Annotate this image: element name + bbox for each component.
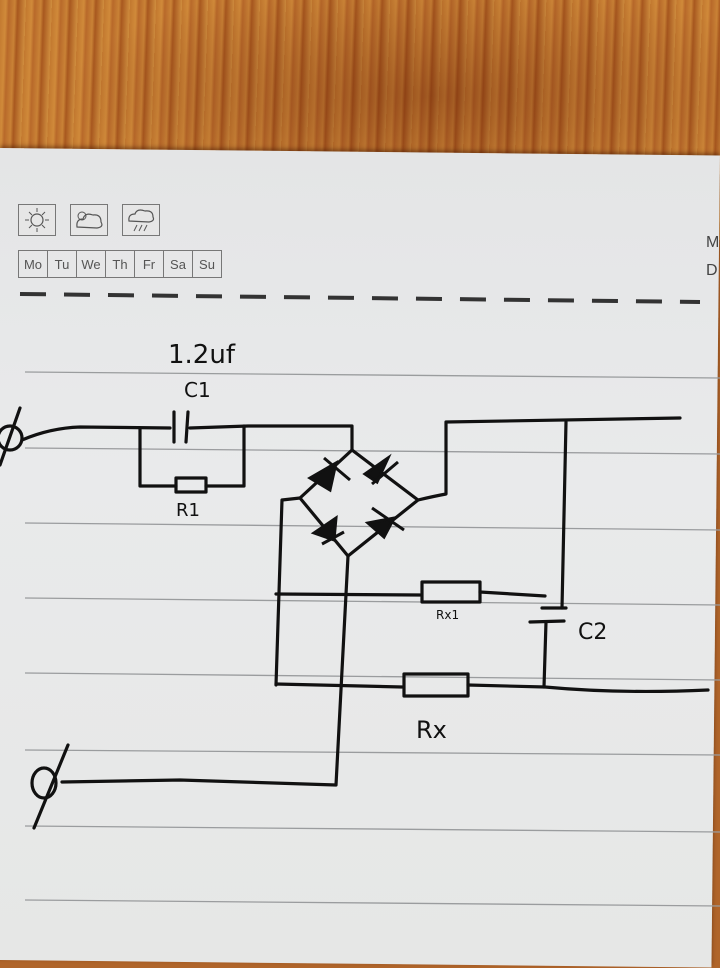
day-we: We [77,251,106,277]
sun-icon [18,204,56,236]
c1-value-label: 1.2uf [168,340,235,370]
diode-icons [307,453,405,546]
header-label-m: M [706,234,720,251]
day-th: Th [106,251,135,277]
resistor-rx1 [420,580,482,604]
cloud-icon [70,204,108,236]
day-tu: Tu [48,251,77,277]
r1-label: R1 [176,500,200,521]
day-sa: Sa [164,251,193,277]
c1-label: C1 [184,378,211,402]
rain-cloud-icon [122,204,160,236]
capacitor-c1-plate-right [184,410,190,444]
c2-label: C2 [578,620,608,645]
resistor-r1 [174,476,208,494]
bridge-rectifier [298,448,420,558]
day-fr: Fr [135,251,164,277]
ruled-lines [24,371,720,907]
wire-bridge-right [416,416,682,502]
wire-bridge-bottom [60,554,350,787]
rx-label: Rx [416,716,447,744]
terminal-bottom-icon [30,743,70,830]
weekday-row: Mo Tu We Th Fr Sa Su [18,250,222,278]
wire-input-top [20,425,172,442]
day-su: Su [199,256,215,272]
rx1-label: Rx1 [436,608,460,622]
dashed-header-line [19,292,701,304]
header-label-d: D [706,262,718,279]
day-mo: Mo [19,251,48,277]
terminal-top-icon [0,406,24,467]
wire-bridge-left [274,496,302,687]
